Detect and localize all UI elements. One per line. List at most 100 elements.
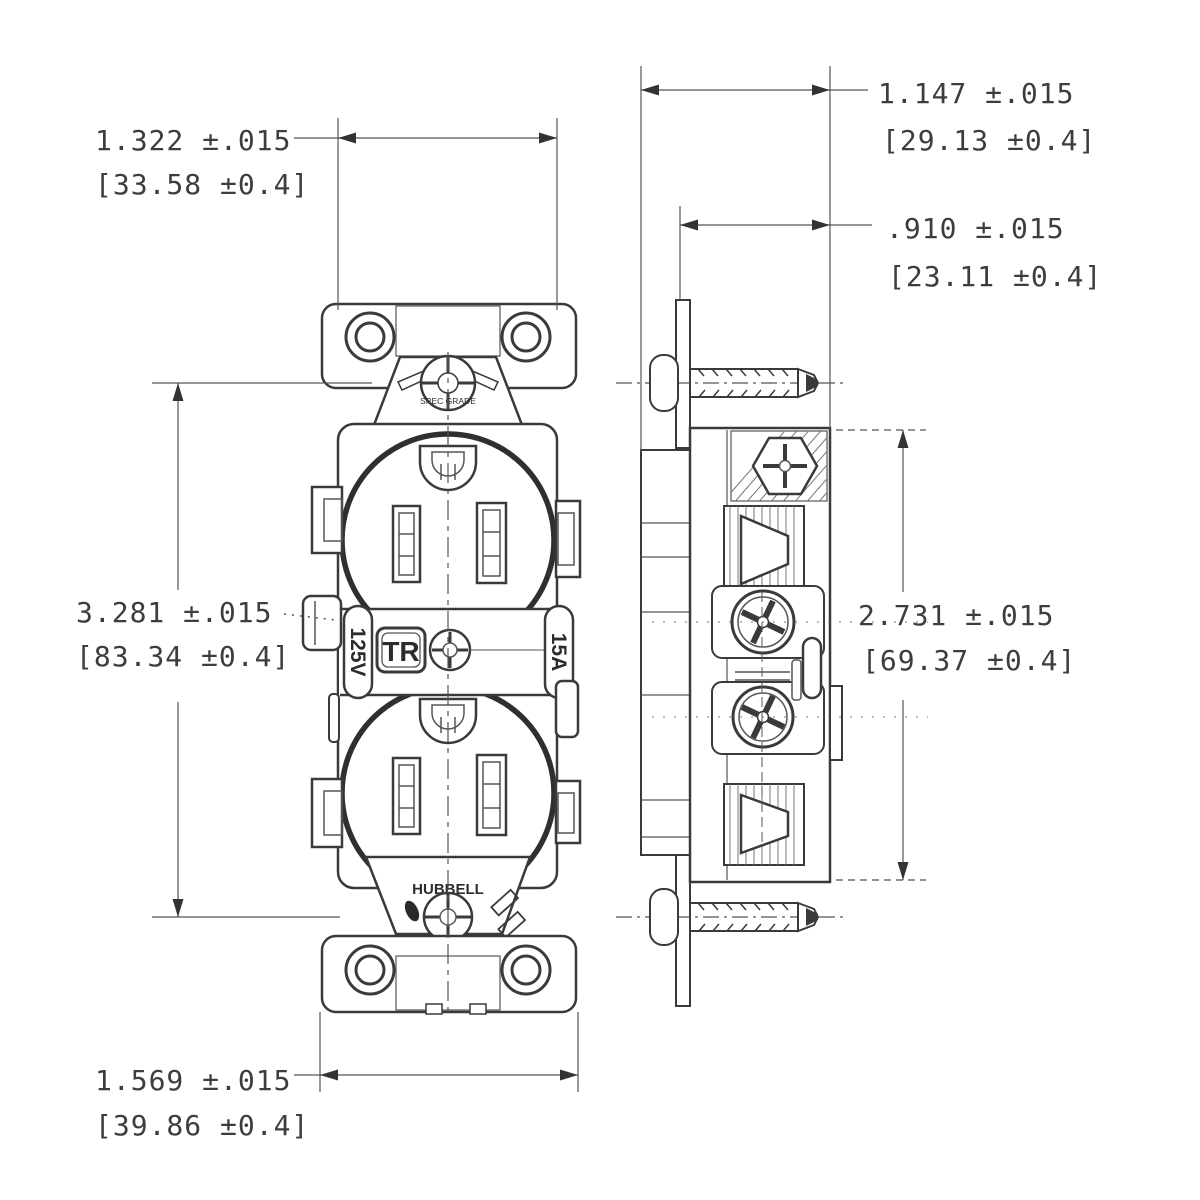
bottom-foot-1 (425, 1003, 443, 1015)
dim-overall-width: 1.569 ±.015 [39.86 ±0.4] (95, 1012, 579, 1142)
dim-face-width-mm: [33.58 ±0.4] (95, 168, 309, 201)
terminal-screw-lower-inner (738, 692, 788, 742)
upper-neutral-inner (398, 512, 415, 576)
lower-ground-inner (431, 704, 465, 730)
lower-neutral-inner (398, 764, 415, 828)
bottom-screw-head (649, 888, 679, 946)
dim-overall-depth: 1.147 ±.015 [29.13 ±0.4] (640, 66, 1096, 452)
left-tab-lower (310, 777, 344, 849)
front-top-strap (320, 302, 578, 390)
dim-body-height-arrow-top (897, 430, 909, 448)
dim-mounting-arrow-bottom (172, 899, 184, 917)
dim-overall-width-arrow-left (320, 1069, 338, 1081)
dim-mounting-spacing: 3.281 ±.015 [83.34 ±0.4] (76, 382, 372, 918)
dim-overall-depth-mm: [29.13 ±0.4] (882, 124, 1096, 157)
side-back-step (829, 685, 843, 761)
upper-hot-outer (475, 501, 508, 585)
front-face: 125V TR 15A (301, 422, 582, 902)
tr-marking-text: TR (382, 636, 419, 667)
dim-face-width: 1.322 ±.015 [33.58 ±0.4] (95, 118, 558, 310)
upper-wire-port (739, 514, 790, 586)
right-side-tabs (554, 499, 582, 845)
dim-face-width-arrow-right (539, 132, 557, 144)
bottom-right-mounting-hole (510, 954, 542, 986)
dimensions: 1.322 ±.015 [33.58 ±0.4] 1.147 ±.015 [29… (76, 66, 1102, 1142)
dim-body-height-inches: 2.731 ±.015 (858, 599, 1054, 632)
dim-depth-behind-mm: [23.11 ±0.4] (888, 260, 1102, 293)
dim-mounting-mm: [83.34 ±0.4] (76, 640, 290, 673)
front-view: SPEC GRADE (301, 302, 582, 1016)
dim-depth-behind-strap: .910 ±.015 [23.11 ±0.4] (679, 206, 1102, 300)
side-top-terminal (730, 430, 828, 502)
dim-overall-depth-inches: 1.147 ±.015 (878, 77, 1074, 110)
upper-hot-inner (482, 509, 501, 577)
lower-wire-port (739, 793, 790, 855)
dim-overall-width-arrow-right (560, 1069, 578, 1081)
voltage-marking-text: 125V (346, 627, 369, 676)
dim-mounting-arrow-top (172, 383, 184, 401)
left-tab-upper-notch (323, 498, 343, 542)
upper-neutral-outer (391, 504, 422, 584)
top-terminal-frame (730, 430, 828, 502)
dim-body-height: 2.731 ±.015 [69.37 ±0.4] (836, 429, 1076, 881)
side-top-mounting-screw (616, 354, 848, 412)
side-upper-wire-window (723, 505, 805, 595)
center-screw-center (442, 642, 458, 658)
dim-overall-depth-arrow-left (641, 84, 659, 96)
side-terminal-screws (711, 585, 825, 755)
top-left-mounting-hole (354, 321, 386, 353)
dim-overall-depth-arrow-right (812, 84, 830, 96)
lower-ground-opening (418, 697, 478, 745)
backwire-slot (801, 636, 823, 700)
bottom-foot-2 (469, 1003, 487, 1015)
side-body (640, 426, 928, 884)
lower-neutral-outer (391, 756, 422, 836)
lower-neutral-slot (391, 756, 422, 836)
dim-body-height-arrow-bottom (897, 862, 909, 880)
release-bar (791, 659, 802, 701)
dim-face-width-inches: 1.322 ±.015 (95, 124, 291, 157)
side-view (616, 299, 928, 1007)
dim-face-width-arrow-left (338, 132, 356, 144)
lower-hot-outer (475, 753, 508, 837)
top-screw-threads (697, 368, 790, 398)
front-bottom-strap (320, 934, 578, 1015)
right-tab-middle (554, 679, 580, 739)
terminal-screw-upper-inner (737, 596, 789, 648)
bottom-left-mounting-hole (354, 954, 386, 986)
left-tab-lower-notch (323, 790, 343, 836)
dim-depth-behind-arrow-right (812, 219, 830, 231)
bottom-screw-tip-dark (806, 908, 818, 926)
hex-screw-center (778, 459, 792, 473)
stamp-mark-2 (497, 910, 527, 939)
listing-mark (404, 900, 420, 922)
side-face-steps (641, 522, 690, 838)
left-tab-middle (301, 594, 343, 652)
dim-mounting-inches: 3.281 ±.015 (76, 596, 272, 629)
tr-box-inner (381, 632, 421, 668)
top-right-mounting-hole (510, 321, 542, 353)
dim-overall-width-inches: 1.569 ±.015 (95, 1064, 291, 1097)
amperage-marking-text: 15A (547, 633, 570, 672)
face-markings: 125V TR 15A (342, 604, 575, 700)
right-tab-upper-notch (557, 512, 575, 566)
side-bottom-mounting-screw (616, 888, 848, 946)
tr-box (375, 626, 427, 674)
stamp-mark-1 (490, 888, 520, 917)
side-face-column (640, 449, 691, 856)
dim-body-height-mm: [69.37 ±0.4] (862, 644, 1076, 677)
upper-hot-slot (475, 501, 508, 585)
lower-ground-outer (418, 697, 478, 745)
dim-overall-width-mm: [39.86 ±0.4] (95, 1109, 309, 1142)
upper-ground-inner (431, 451, 465, 477)
lower-hot-slot (475, 753, 508, 837)
side-lower-wire-window (723, 783, 805, 866)
top-screw-head (649, 354, 679, 412)
bottom-screw-threads (697, 902, 790, 932)
top-screw-tip-dark (806, 374, 818, 392)
upper-neutral-slot (391, 504, 422, 584)
dim-depth-behind-arrow-left (680, 219, 698, 231)
right-tab-lower-notch (557, 792, 575, 834)
